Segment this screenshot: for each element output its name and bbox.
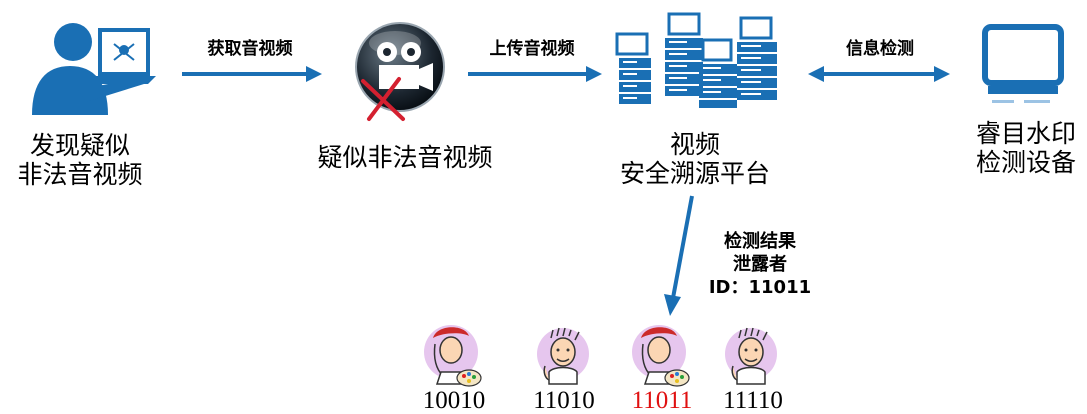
node-device-line1: 睿目水印 — [975, 119, 1076, 148]
person-id-11011: 11011 — [631, 387, 693, 414]
edge-acquire-label: 获取音视频 — [207, 39, 293, 59]
upload-arrow — [468, 66, 602, 82]
result-line2: 泄露者 — [733, 254, 787, 275]
result-arrow — [664, 195, 694, 316]
woman-artist-icon — [632, 325, 690, 387]
node-discover-line2: 非法音视频 — [17, 160, 143, 189]
edge-upload-label: 上传音视频 — [489, 39, 575, 59]
node-device-line2: 检测设备 — [975, 148, 1076, 177]
node-platform-line2: 安全溯源平台 — [619, 159, 770, 188]
result-label: 检测结果 泄露者 ID：11011 — [700, 230, 820, 299]
edge-detect-label: 信息检测 — [846, 39, 914, 59]
result-line1: 检测结果 — [724, 231, 796, 252]
server-cluster-icon — [615, 12, 777, 108]
node-suspect-label: 疑似非法音视频 — [317, 143, 493, 172]
node-device-label: 睿目水印 检测设备 — [965, 119, 1087, 177]
man-icon — [537, 327, 589, 385]
result-line3: ID：11011 — [708, 277, 812, 298]
node-discover-line1: 发现疑似 — [29, 131, 130, 160]
man-icon — [725, 327, 777, 385]
person-id-11110: 11110 — [723, 387, 783, 414]
acquire-arrow — [182, 66, 322, 82]
node-platform-label: 视频 安全溯源平台 — [600, 130, 790, 188]
node-platform-line1: 视频 — [669, 130, 720, 159]
detect-double-arrow — [808, 66, 950, 82]
woman-artist-icon — [424, 325, 482, 387]
video-camera-icon — [355, 22, 445, 121]
person-id-10010: 10010 — [422, 387, 486, 414]
monitor-icon — [982, 24, 1064, 103]
person-id-11010: 11010 — [533, 387, 595, 414]
node-discover-label: 发现疑似 非法音视频 — [0, 131, 160, 189]
person-with-laptop-icon — [32, 23, 156, 115]
